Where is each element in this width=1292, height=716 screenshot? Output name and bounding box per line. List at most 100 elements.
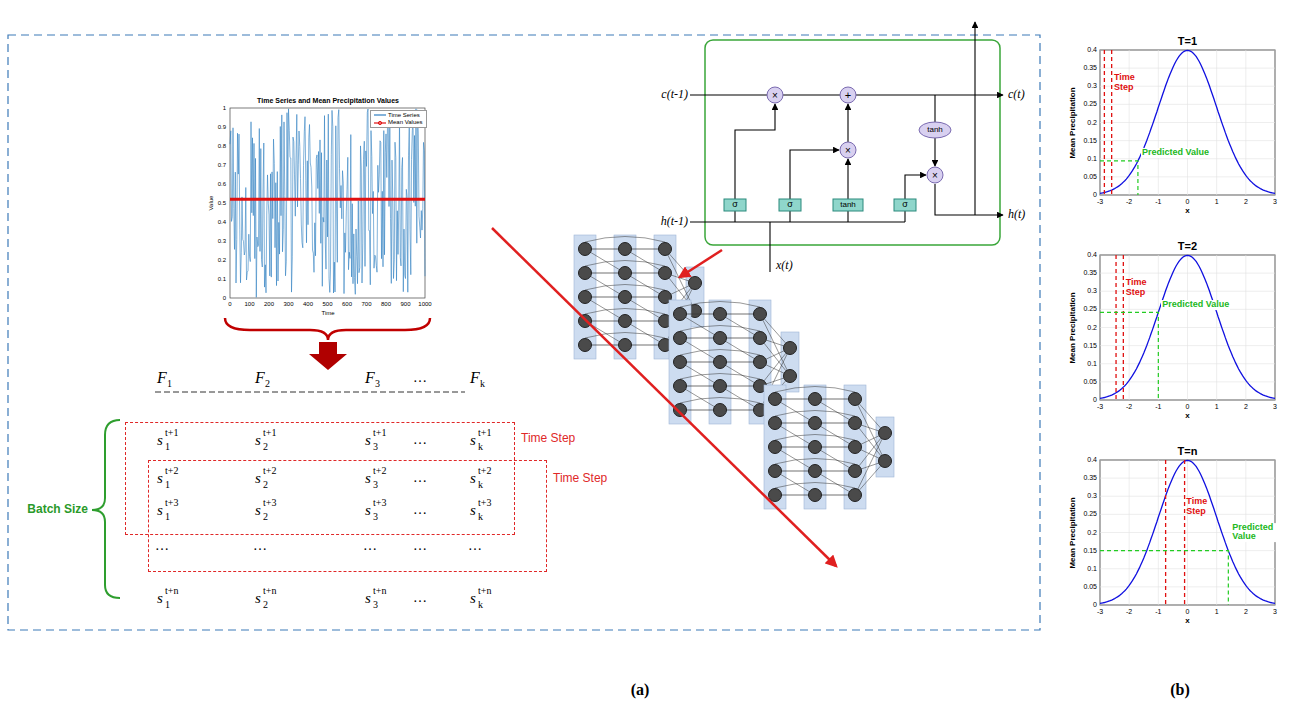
tick-label: -1 xyxy=(1155,608,1161,616)
flow-arrow xyxy=(492,228,836,566)
grid-line xyxy=(1100,381,1275,382)
legend-item: Mean Values xyxy=(374,119,423,126)
tick-label: 3 xyxy=(1273,198,1277,206)
neuron xyxy=(674,380,687,393)
feature-header: F xyxy=(470,369,480,387)
time-step-marker xyxy=(1104,50,1105,195)
grid-line xyxy=(1100,122,1275,123)
grid-line xyxy=(1100,586,1275,587)
neuron xyxy=(769,417,782,430)
ellipsis: … xyxy=(413,470,427,485)
tick-label: 0.2 xyxy=(1087,324,1097,332)
gaussian-curve xyxy=(1100,255,1275,398)
tick-label: 1 xyxy=(1215,198,1219,206)
neuron xyxy=(769,489,782,502)
matrix-subscript: k xyxy=(478,479,483,490)
neuron xyxy=(879,455,892,468)
ellipsis: … xyxy=(363,538,377,553)
ellipsis: … xyxy=(413,432,427,447)
bracket xyxy=(225,318,430,340)
tick-label: 0.3 xyxy=(1087,492,1097,500)
neuron xyxy=(809,393,822,406)
matrix-symbol: s xyxy=(365,590,371,607)
predicted-label: Predicted Value xyxy=(1231,523,1277,543)
operator: × xyxy=(845,145,851,156)
neuron xyxy=(714,332,727,345)
matrix-superscript: t+1 xyxy=(373,427,386,438)
feature-header: F xyxy=(255,369,265,387)
recurrent-arc xyxy=(680,374,760,380)
matrix-symbol: s xyxy=(365,502,371,519)
window-label: Time Step xyxy=(553,471,607,485)
neuron xyxy=(714,308,727,321)
tick-label: 0.25 xyxy=(1083,101,1097,109)
feature-subscript: k xyxy=(480,378,485,389)
tick-label: 0.1 xyxy=(1087,360,1097,368)
signal-name: c(t) xyxy=(1008,88,1025,101)
recurrent-arc xyxy=(775,483,855,489)
legend-sample xyxy=(374,112,386,118)
signal-name: h(t) xyxy=(1008,208,1025,221)
neuron xyxy=(784,342,797,355)
grid-line xyxy=(1100,68,1275,69)
tick-label: -2 xyxy=(1126,403,1132,411)
prediction-marker xyxy=(1100,551,1228,605)
predicted-label: Predicted Value xyxy=(1161,300,1230,310)
axis-title: Mean Precipitation xyxy=(1069,87,1078,158)
matrix-superscript: t+2 xyxy=(263,465,276,476)
ellipsis: … xyxy=(413,538,427,553)
matrix-subscript: 1 xyxy=(165,479,170,490)
tick-label: 0 xyxy=(228,301,231,308)
neuron xyxy=(809,465,822,478)
tick-label: 0.4 xyxy=(1087,251,1097,259)
batch-brace xyxy=(92,420,120,598)
feature-header: F xyxy=(365,369,375,387)
matrix-superscript: t+3 xyxy=(165,497,178,508)
recurrent-arc xyxy=(775,459,855,465)
matrix-superscript: t+3 xyxy=(373,497,386,508)
plot-title: T=1 xyxy=(1178,35,1197,47)
matrix-symbol: s xyxy=(157,590,163,607)
plot-title: T=n xyxy=(1178,445,1198,457)
grid-line xyxy=(1100,605,1275,606)
tick-label: 0.5 xyxy=(218,200,226,207)
tick-label: -1 xyxy=(1155,198,1161,206)
recurrent-arc xyxy=(585,309,665,315)
tick-label: 0.4 xyxy=(218,219,226,226)
neuron xyxy=(619,339,632,352)
ellipsis: … xyxy=(253,538,267,553)
tick-label: 3 xyxy=(1273,608,1277,616)
tick-label: 0.1 xyxy=(1087,565,1097,573)
neuron xyxy=(769,441,782,454)
grid-line xyxy=(1100,140,1275,141)
legend-text: Time Series xyxy=(388,112,420,118)
tick-label: 700 xyxy=(361,301,371,308)
neuron xyxy=(674,332,687,345)
matrix-symbol: s xyxy=(157,470,163,487)
mean-line xyxy=(230,198,425,201)
tick-label: 0.4 xyxy=(1087,456,1097,464)
neuron xyxy=(879,427,892,440)
chart-frame xyxy=(230,108,425,298)
tick-label: -2 xyxy=(1126,608,1132,616)
neuron xyxy=(579,291,592,304)
matrix-superscript: t+1 xyxy=(165,427,178,438)
matrix-superscript: t+n xyxy=(478,585,491,596)
matrix-superscript: t+2 xyxy=(165,465,178,476)
matrix-symbol: s xyxy=(255,502,261,519)
panel-letter: (b) xyxy=(1170,681,1190,699)
matrix-subscript: 3 xyxy=(373,599,378,610)
grid-line xyxy=(1100,158,1275,159)
time-step-marker xyxy=(1111,50,1112,195)
neuron xyxy=(809,489,822,502)
grid-line xyxy=(1100,104,1275,105)
neuron xyxy=(619,243,632,256)
matrix-symbol: s xyxy=(365,470,371,487)
time-step-label: Time Step xyxy=(1114,73,1144,93)
tick-label: 1 xyxy=(1215,403,1219,411)
matrix-symbol: s xyxy=(470,470,476,487)
grid-line xyxy=(1100,363,1275,364)
gate-label: σ xyxy=(787,200,793,210)
tick-label: 1000 xyxy=(418,301,431,308)
operator: + xyxy=(845,89,851,101)
